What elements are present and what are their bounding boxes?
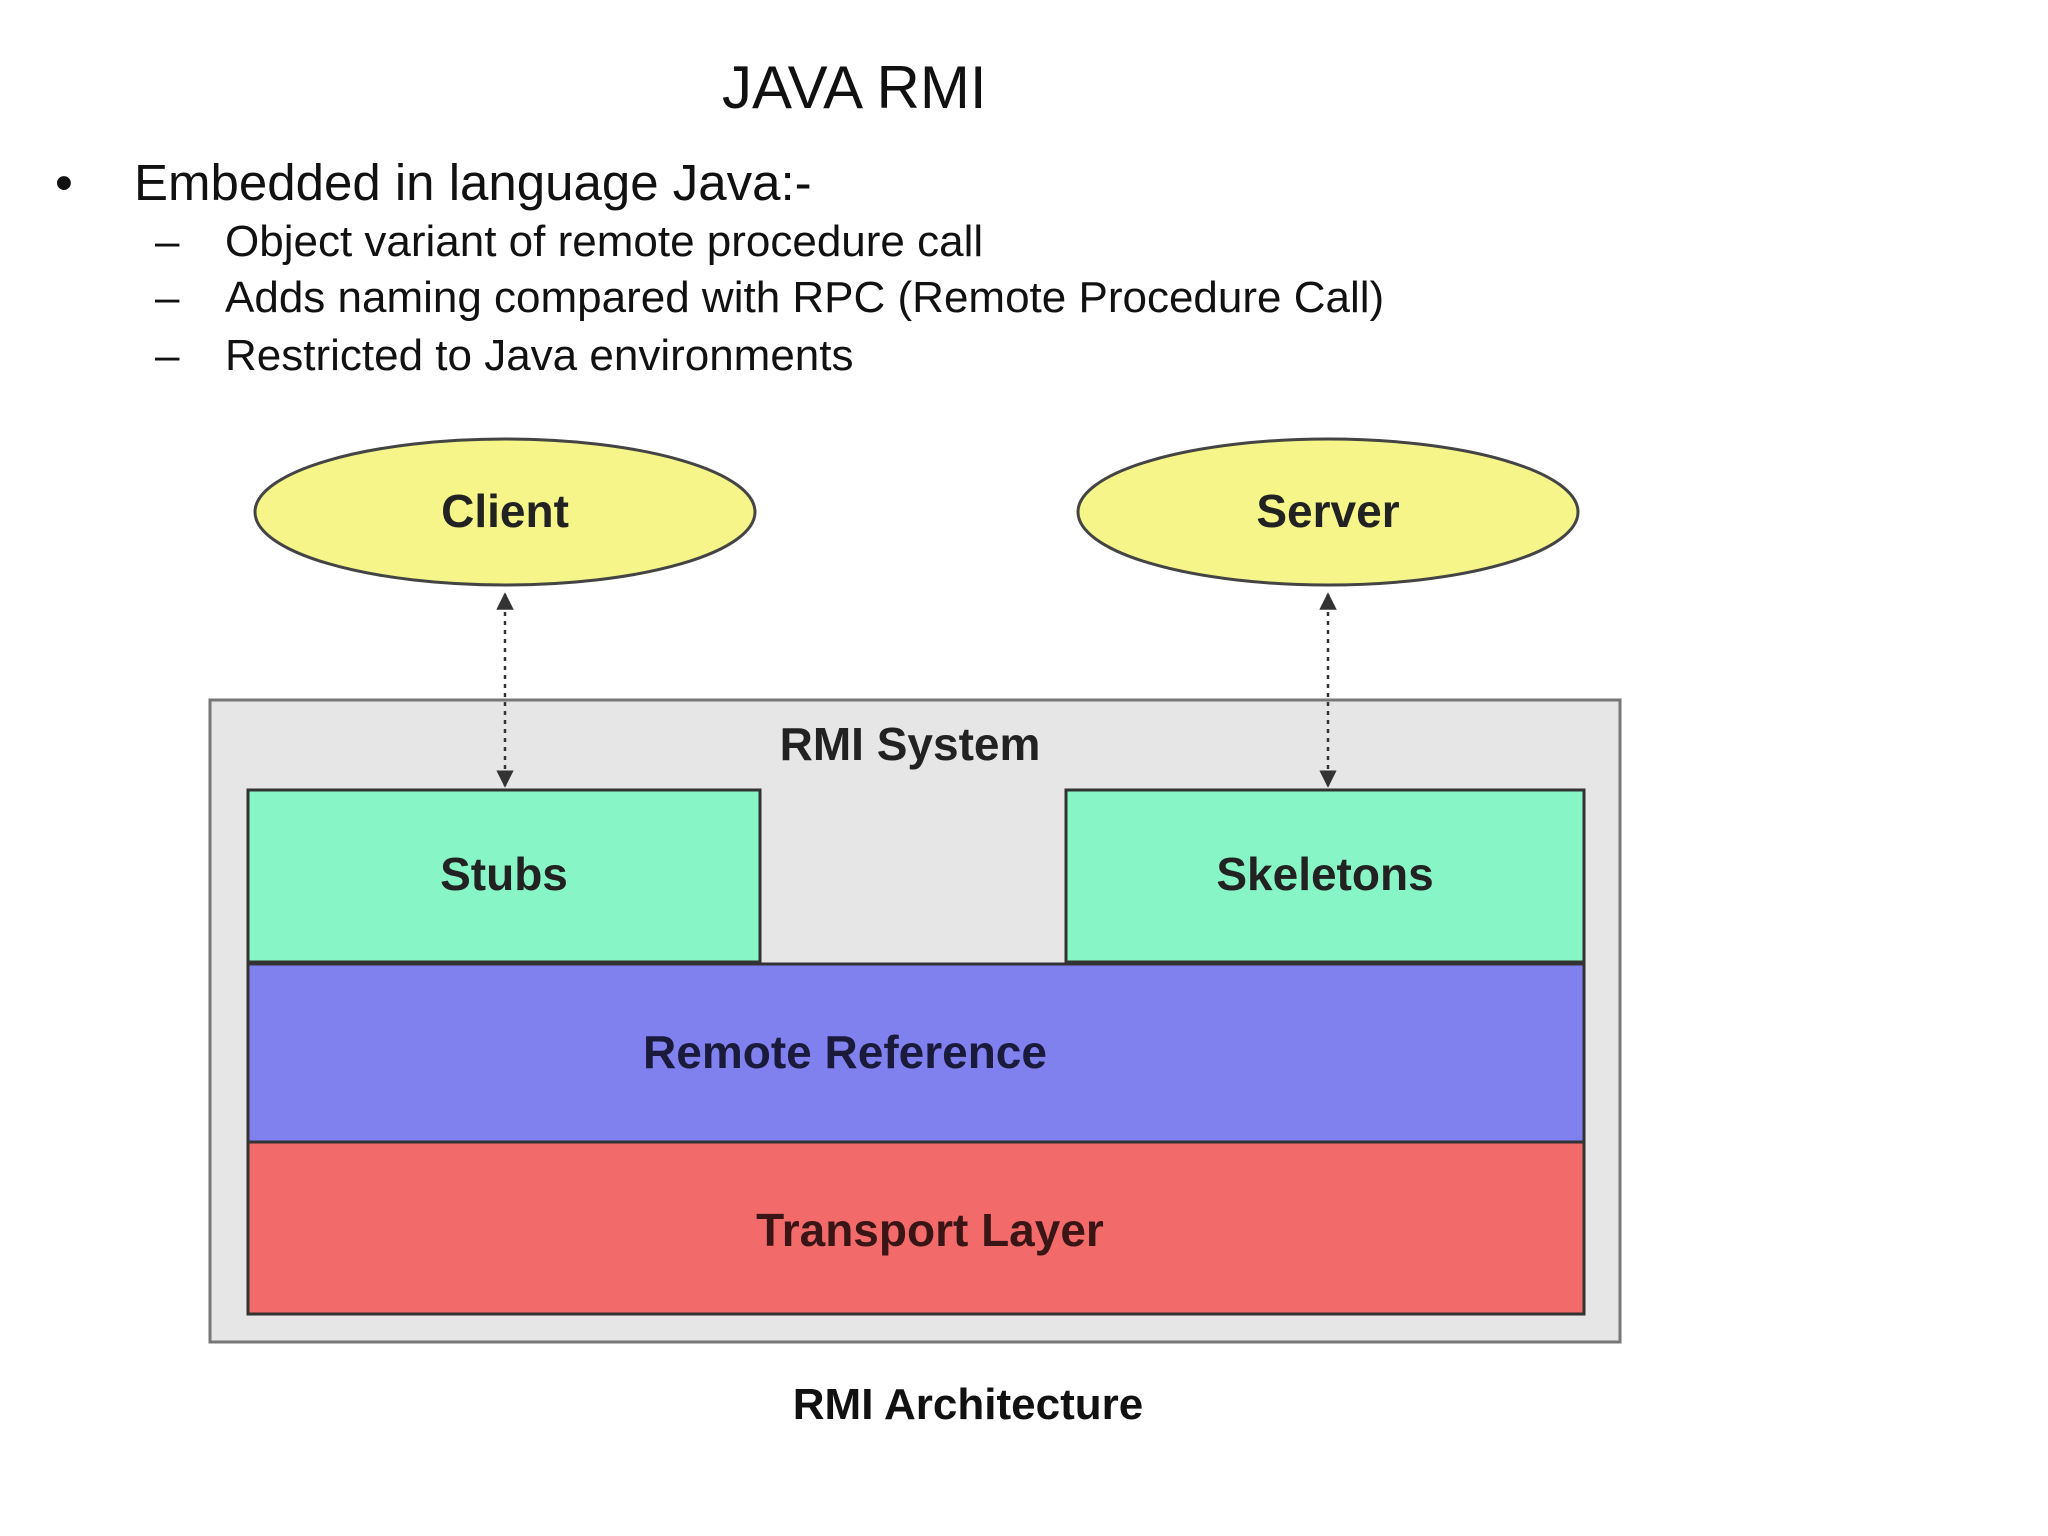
remote-reference-label: Remote Reference: [643, 1026, 1047, 1078]
diagram-canvas: RMI System Stubs Skeletons Remote Refere…: [208, 437, 1622, 1344]
sub-bullet-text: Adds naming compared with RPC (Remote Pr…: [225, 273, 1385, 322]
rmi-system-label: RMI System: [780, 718, 1041, 770]
sub-bullet-text: Object variant of remote procedure call: [225, 217, 984, 266]
sub-bullet-marker: –: [155, 217, 180, 266]
transport-layer-label: Transport Layer: [756, 1204, 1104, 1256]
skeletons-label: Skeletons: [1216, 848, 1433, 900]
stubs-label: Stubs: [440, 848, 568, 900]
rmi-architecture-diagram: RMI System Stubs Skeletons Remote Refere…: [200, 430, 1630, 1350]
stubs-box: [246, 788, 762, 964]
transport-layer-box: [246, 1140, 1586, 1316]
client-label: Client: [441, 485, 569, 537]
slide-title: JAVA RMI: [722, 54, 987, 121]
server-node: [1076, 437, 1580, 587]
remote-reference-box: [246, 962, 1586, 1144]
sub-bullet-marker: –: [155, 331, 180, 380]
bullet-marker: •: [55, 154, 73, 211]
sub-bullet-text: Restricted to Java environments: [225, 331, 854, 380]
diagram-caption: RMI Architecture: [792, 1380, 1144, 1429]
sub-bullet-marker: –: [155, 273, 180, 322]
server-label: Server: [1256, 485, 1399, 537]
bullet-text: Embedded in language Java:-: [134, 154, 812, 211]
skeletons-box: [1064, 788, 1586, 964]
client-node: [253, 437, 757, 587]
